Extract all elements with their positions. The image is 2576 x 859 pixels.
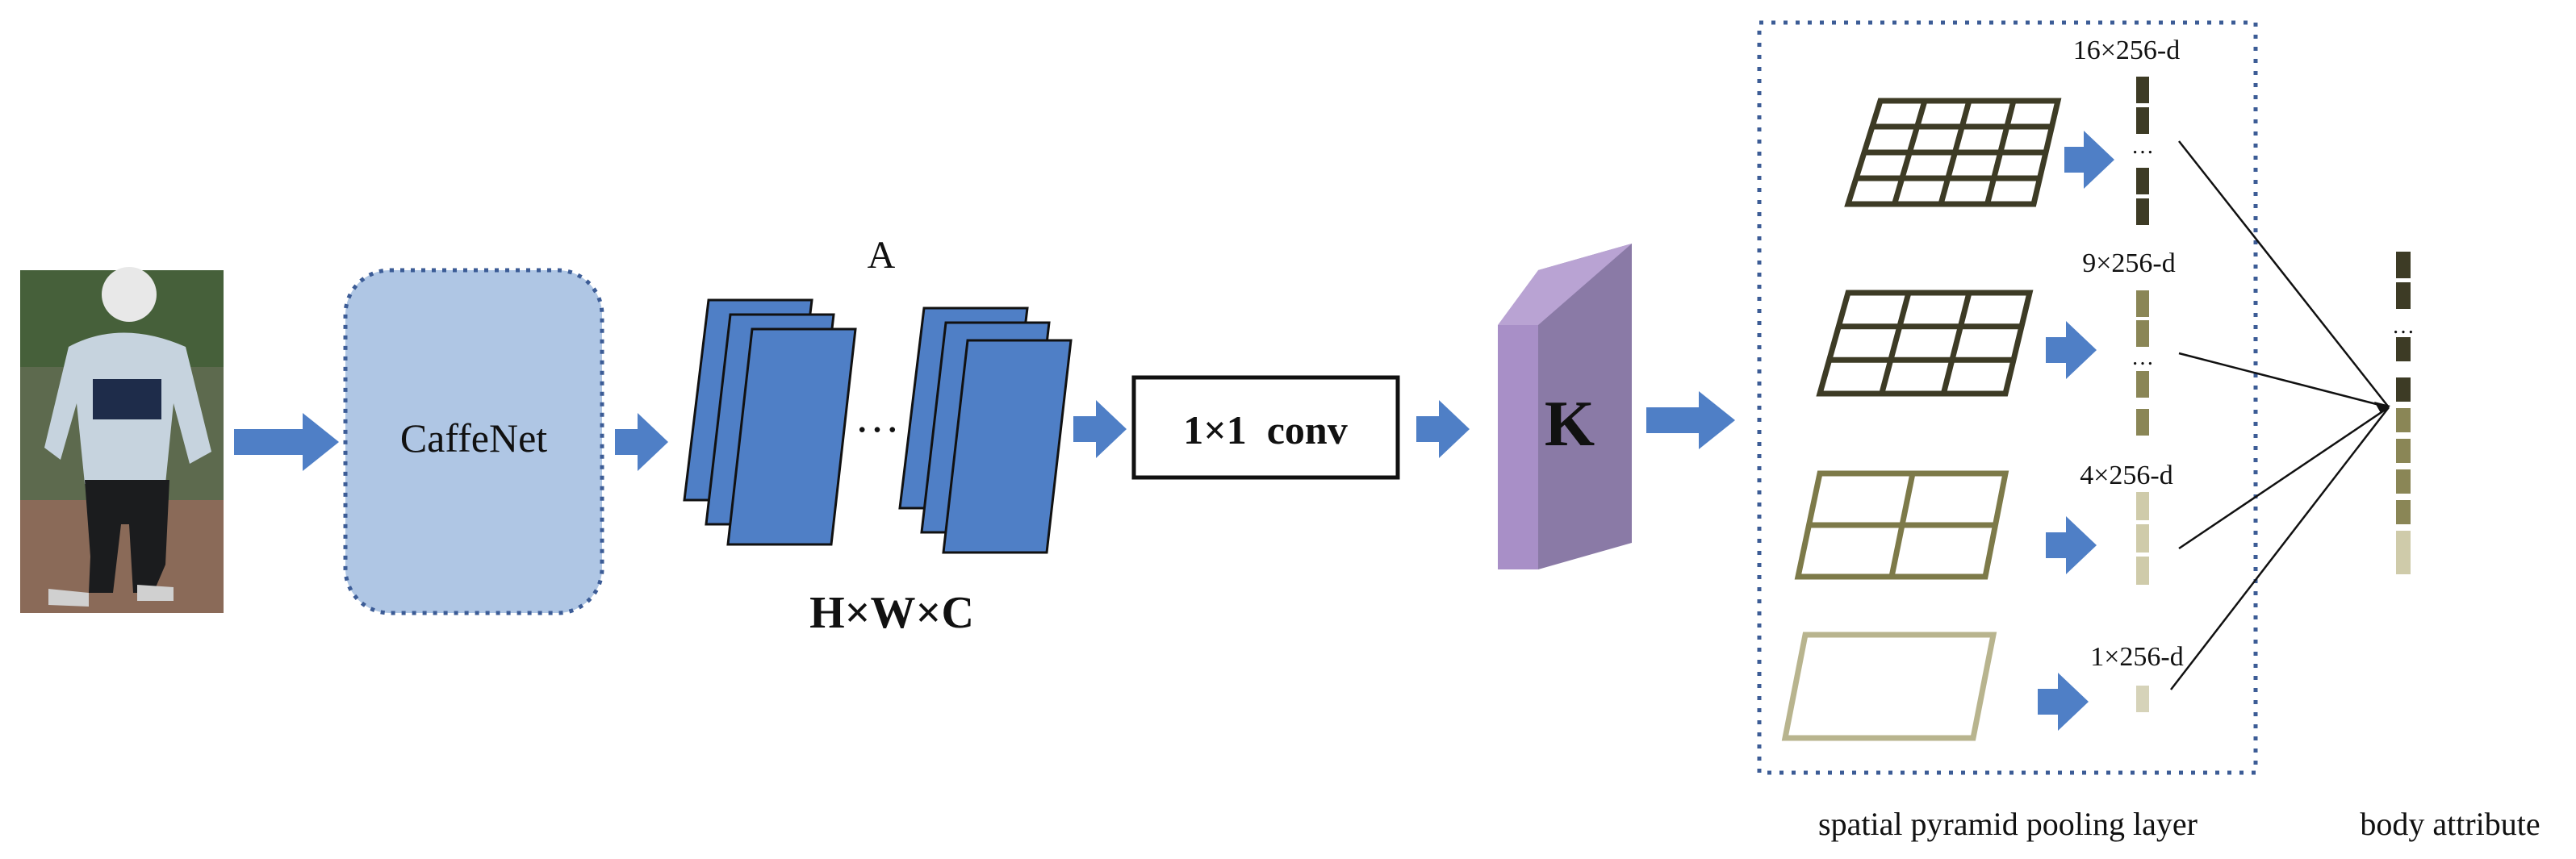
arrow-grid16-to-vector xyxy=(2064,131,2114,189)
conv-label: 1×1 conv xyxy=(1183,407,1348,452)
grid-2x2 xyxy=(1794,470,2009,580)
vector-9 xyxy=(2136,290,2149,436)
spp-level-4: 4×256-d xyxy=(1794,461,2173,585)
spp-level-9: 9×256-d … xyxy=(1816,248,2176,436)
level-9-dim-label: 9×256-d xyxy=(2082,248,2176,278)
spp-level-1: 1×256-d xyxy=(1781,632,2184,741)
connection-arrowhead xyxy=(2374,402,2390,413)
arrow-caffenet-to-features xyxy=(615,413,668,471)
kernel-label: K xyxy=(1545,389,1595,460)
vector-9-dots: … xyxy=(2131,345,2154,370)
grid-3x3 xyxy=(1816,290,2034,397)
feature-dims-label: H×W×C xyxy=(809,588,974,638)
spp-caption: spatial pyramid pooling layer xyxy=(1818,806,2198,842)
vector-1 xyxy=(2136,686,2149,712)
arrow-grid1-to-vector xyxy=(2038,673,2089,731)
feature-ellipsis: … xyxy=(855,392,900,442)
vector-4 xyxy=(2136,492,2149,585)
connection-lines xyxy=(2170,140,2390,690)
arrow-grid9-to-vector xyxy=(2046,321,2097,379)
input-pedestrian-image xyxy=(20,267,224,613)
spp-boundary xyxy=(1757,20,2258,775)
caffenet-label: CaffeNet xyxy=(400,415,547,461)
grid-1x1 xyxy=(1781,632,1997,741)
vector-16-dots: … xyxy=(2131,134,2154,159)
body-attribute-dots: … xyxy=(2392,314,2415,339)
feature-stack-left xyxy=(683,298,857,546)
level-1-dim-label: 1×256-d xyxy=(2090,642,2184,672)
caffenet-block: CaffeNet xyxy=(343,268,604,615)
feature-map-label: A xyxy=(868,234,896,277)
level-16-dim-label: 16×256-d xyxy=(2073,35,2181,65)
feature-stack-right xyxy=(898,306,1073,554)
grid-4x4 xyxy=(1844,98,2062,207)
vector-16 xyxy=(2136,77,2149,225)
kernel-block: K xyxy=(1498,244,1632,569)
arrow-grid4-to-vector xyxy=(2046,516,2097,574)
arrow-kernel-to-spp xyxy=(1646,391,1735,449)
body-attribute-vector: … xyxy=(2392,252,2415,574)
arrow-features-to-conv xyxy=(1073,400,1127,458)
spp-level-16: 16×256-d … xyxy=(1844,35,2181,225)
body-attribute-caption: body attribute xyxy=(2360,806,2540,842)
conv-block: 1×1 conv xyxy=(1131,375,1400,480)
feature-maps: A … H×W×C xyxy=(683,234,1073,638)
arrow-conv-to-kernel xyxy=(1416,400,1470,458)
level-4-dim-label: 4×256-d xyxy=(2080,461,2173,490)
arrow-input-to-caffenet xyxy=(234,413,339,471)
